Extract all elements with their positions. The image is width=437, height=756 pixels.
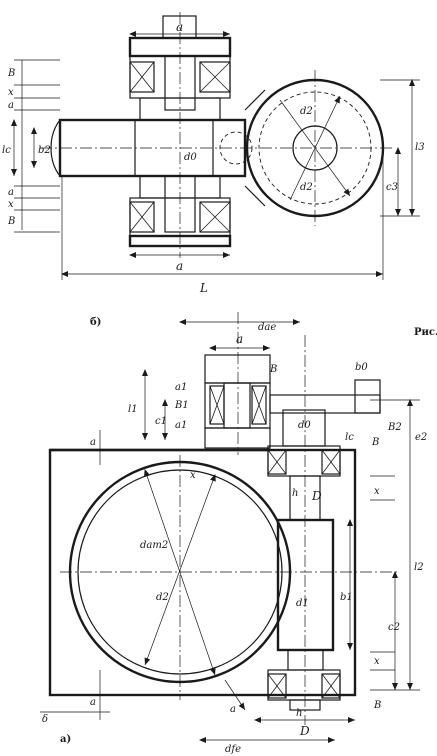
shaft-end-left	[50, 119, 61, 177]
label-d2-lower: d2	[300, 182, 313, 193]
label-B-top-a: B	[269, 364, 277, 375]
label-L: L	[199, 281, 208, 295]
label-h-top: h	[292, 488, 298, 499]
wheel-pitch-circle	[258, 91, 372, 205]
shaft-upper	[164, 55, 196, 111]
label-a-top: a	[176, 20, 183, 34]
label-a-diag: a	[230, 704, 236, 715]
housing-outline	[48, 448, 357, 697]
label-lc: lc	[2, 145, 11, 156]
housing-cap-bottom	[128, 234, 232, 248]
label-B-right: B	[371, 437, 379, 448]
view-b: a a L d2 d2 d0 b2 lc l3 c3 B x a a x B б…	[2, 12, 425, 328]
label-B1: B1	[174, 400, 189, 411]
bearing-right-top	[199, 61, 231, 93]
label-h-bottom: h	[296, 708, 302, 719]
label-dae: dae	[258, 322, 276, 333]
label-a1: a1	[175, 420, 187, 431]
figure-caption: Рис.3.7	[414, 327, 437, 338]
label-c3: c3	[386, 182, 398, 193]
label-x-near: x	[190, 470, 196, 481]
label-x-r2: x	[374, 656, 380, 667]
label-x-r1: x	[374, 486, 380, 497]
view-b-tag: б)	[90, 317, 101, 328]
small-gear-circle	[219, 131, 253, 165]
label-a-left1: a	[90, 437, 96, 448]
label-D-top: D	[311, 489, 322, 503]
label-left-a-top: a	[8, 100, 14, 111]
label-d0: d0	[184, 152, 197, 163]
label-a-left2: a	[90, 697, 96, 708]
label-d2-upper: d2	[300, 106, 313, 117]
label-left-B-top: B	[7, 68, 15, 79]
label-D-bottom: D	[299, 724, 310, 738]
label-b0: b0	[355, 362, 368, 373]
label-d2-a: d2	[156, 592, 169, 603]
view-a-tag: а)	[60, 734, 71, 745]
label-B2: B2	[387, 422, 402, 433]
bearing-right-bottom	[199, 201, 231, 233]
label-lc-a: lc	[345, 432, 354, 443]
label-left-a-bot: a	[8, 187, 14, 198]
label-l3: l3	[415, 142, 425, 153]
label-dam2: dam2	[140, 540, 168, 551]
label-b2: b2	[38, 145, 51, 156]
label-B-r3: B	[373, 700, 381, 711]
label-delta: δ	[42, 714, 48, 725]
bearing-left-bottom	[129, 201, 155, 233]
label-left-B-bot: B	[7, 216, 15, 227]
label-a-bottom: a	[176, 259, 183, 273]
label-l1: l1	[128, 404, 138, 415]
label-c2: c2	[388, 622, 400, 633]
label-l2: l2	[414, 562, 424, 573]
label-b1: b1	[340, 592, 353, 603]
label-d0-a: d0	[298, 420, 311, 431]
label-a1b: a1	[175, 382, 187, 393]
upper-bearing-block	[204, 354, 271, 384]
label-a-top-a: a	[236, 332, 243, 346]
label-left-x-bot: x	[8, 199, 14, 210]
label-c1: c1	[155, 416, 167, 427]
label-dfe: dfe	[225, 744, 241, 755]
shaft-lower	[164, 175, 196, 233]
label-left-x-top: x	[8, 87, 14, 98]
bearing-left-top	[129, 61, 155, 93]
label-d1: d1	[296, 598, 309, 609]
view-a: dae a B b0 d0 dam2 d2 x h h b1 d1 D D l1…	[40, 312, 427, 755]
label-e2: e2	[415, 432, 427, 443]
